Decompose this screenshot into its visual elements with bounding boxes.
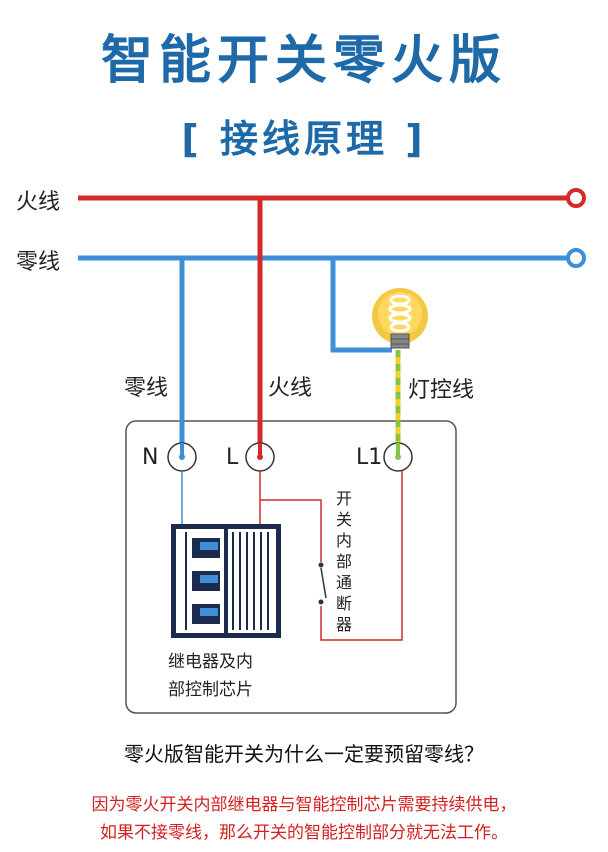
neutral-end-terminal [566, 248, 586, 268]
switch-box [125, 420, 457, 714]
answer-line-1: 因为零火开关内部继电器与智能控制芯片需要持续供电， [91, 795, 517, 815]
page-title: 智能开关零火版 [100, 31, 507, 91]
switch-text-5: 断 [335, 593, 353, 614]
neutral-drop-label: 零线 [124, 376, 169, 401]
switch-text-2: 内 [335, 530, 353, 551]
terminal-l-label: L [226, 445, 239, 470]
relay-module [171, 524, 281, 638]
live-drop-label: 火线 [268, 376, 313, 401]
internal-switch-return [320, 471, 403, 641]
neutral-line-label: 零线 [16, 250, 61, 275]
live-end-terminal [566, 188, 586, 208]
switch-text-6: 器 [335, 614, 353, 635]
switch-contact [320, 567, 327, 599]
switch-text-1: 关 [335, 509, 353, 530]
terminal-l1-label: L1 [356, 445, 383, 470]
bulb-neutral-wire [330, 258, 392, 353]
lamp-control-label: 灯控线 [408, 378, 475, 403]
relay-label-line1: 继电器及内 [168, 652, 253, 672]
question-text: 零火版智能开关为什么一定要预留零线？ [124, 742, 484, 766]
switch-text-0: 开 [335, 488, 353, 509]
terminal-n-label: N [142, 445, 159, 470]
relay-label-line2: 部控制芯片 [168, 680, 253, 700]
relay-label: 继电器及内 部控制芯片 [168, 648, 308, 704]
internal-switch-wire [260, 499, 322, 562]
bulb-base [390, 333, 410, 349]
switch-text-3: 部 [335, 551, 353, 572]
page-subtitle: [ 接线原理 ] [181, 117, 427, 161]
switch-text-4: 通 [335, 572, 353, 593]
answer-line-2: 如果不接零线，那么开关的智能控制部分就无法工作。 [100, 823, 508, 843]
live-line-label: 火线 [16, 190, 61, 215]
bulb-coil [388, 294, 412, 333]
